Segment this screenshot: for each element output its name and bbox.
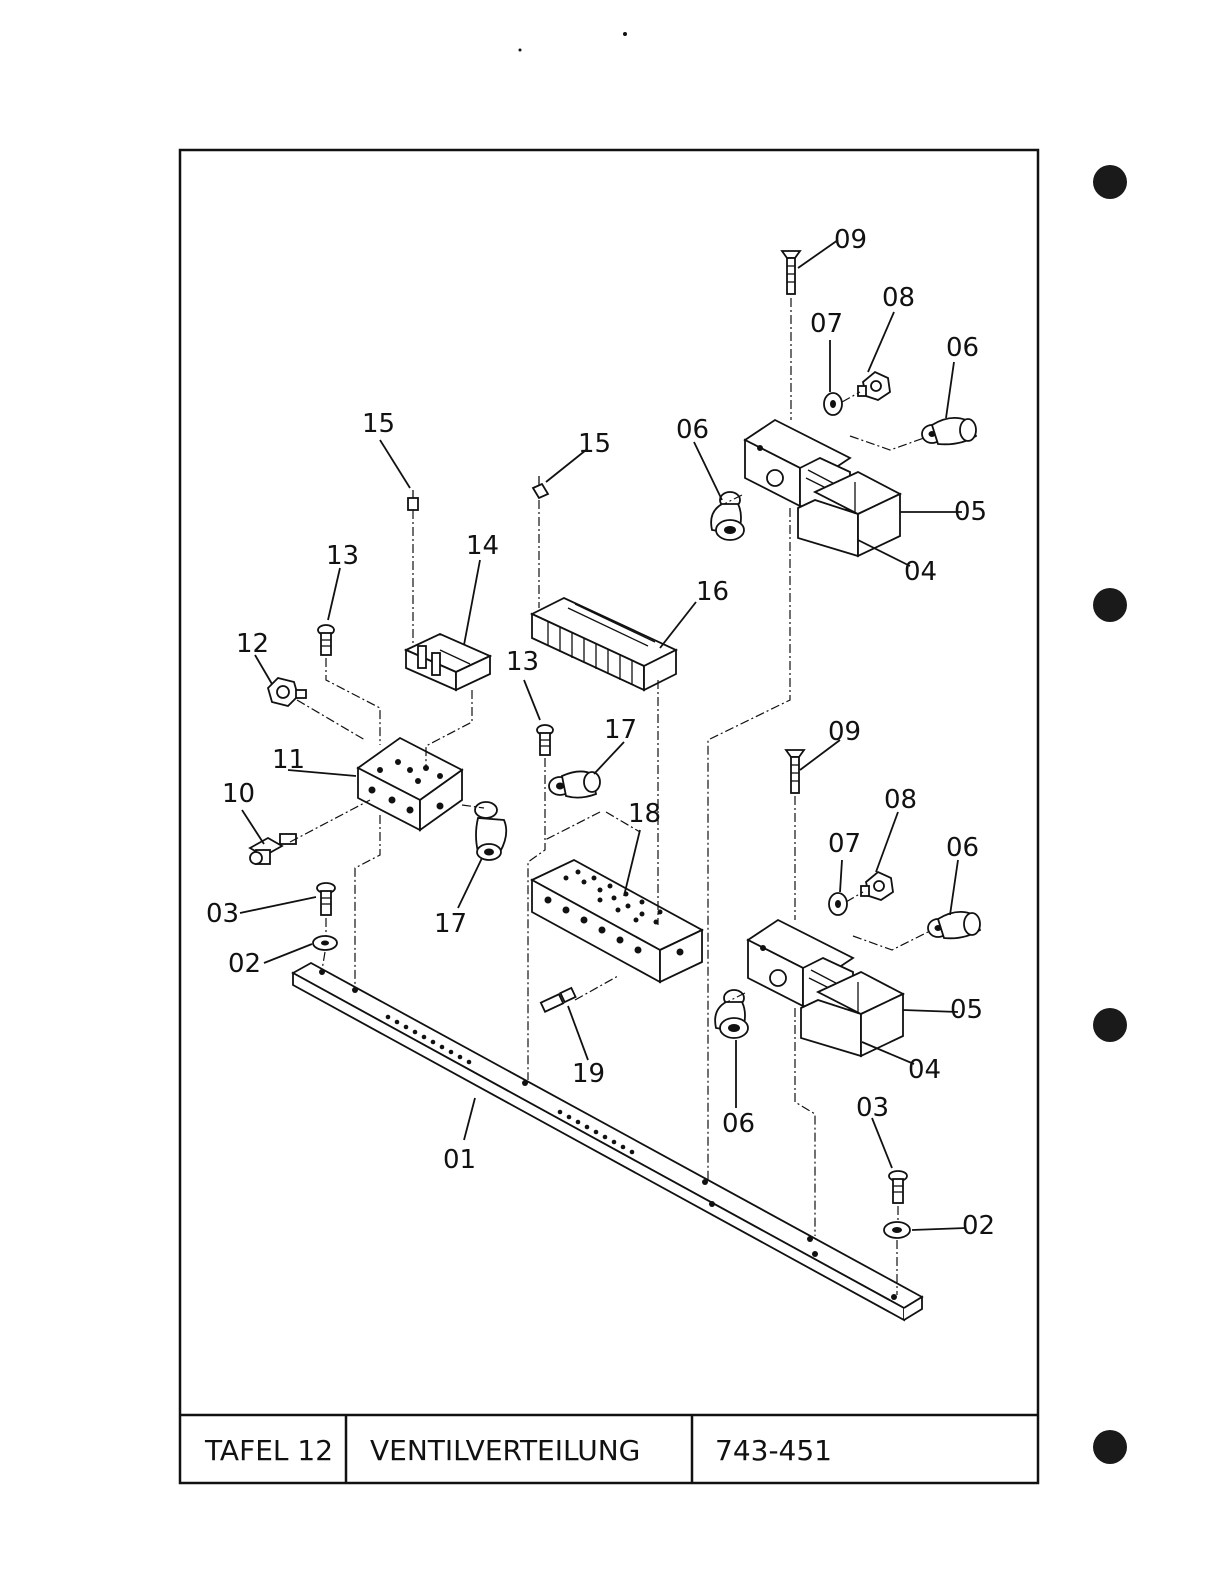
callout-19: 19 <box>572 1059 605 1089</box>
callout-06-upper-right: 06 <box>946 333 979 363</box>
fitting-08-lower <box>861 872 893 900</box>
elbow-fitting-06-upper-right <box>922 418 976 444</box>
screw-13-left <box>318 625 334 655</box>
clip-15-right <box>533 476 548 498</box>
elbow-fitting-06-lower-left <box>715 990 748 1038</box>
callout-13-center: 13 <box>506 647 539 677</box>
washer-07-lower <box>829 893 847 915</box>
screw-09-upper <box>782 251 800 294</box>
callout-05-lower: 05 <box>950 995 983 1025</box>
plate-number: TAFEL 12 <box>204 1434 333 1467</box>
callout-11: 11 <box>272 745 305 775</box>
callout-02-right: 02 <box>962 1211 995 1241</box>
elbow-fitting-06-upper-left <box>711 492 744 540</box>
solenoid-valve-lower <box>748 920 903 1056</box>
terminal-strip-16 <box>532 598 676 690</box>
callout-13-left: 13 <box>326 541 359 571</box>
callout-05-upper: 05 <box>954 497 987 527</box>
screw-09-lower <box>786 750 804 793</box>
screw-03-right <box>889 1171 907 1203</box>
elbow-fitting-17-lower <box>475 802 506 860</box>
solenoid-valve-upper <box>745 420 900 556</box>
callout-08-upper: 08 <box>882 283 915 313</box>
callout-14: 14 <box>466 531 499 561</box>
punch-hole-icon <box>1093 165 1127 199</box>
callout-17-lower: 17 <box>434 909 467 939</box>
punch-hole-icon <box>1093 588 1127 622</box>
callout-01: 01 <box>443 1145 476 1175</box>
callout-06-lower-right: 06 <box>946 833 979 863</box>
callout-07-upper: 07 <box>810 309 843 339</box>
washer-02-right <box>884 1222 910 1238</box>
screw-13-center <box>537 725 553 755</box>
callout-02-left: 02 <box>228 949 261 979</box>
valve-block-11 <box>358 738 462 830</box>
callout-06-lower-left: 06 <box>722 1109 755 1139</box>
callout-10: 10 <box>222 779 255 809</box>
callout-18: 18 <box>628 799 661 829</box>
callout-03-left: 03 <box>206 899 239 929</box>
drawing-title: VENTILVERTEILUNG <box>370 1434 640 1467</box>
plug-19 <box>541 988 576 1012</box>
punch-hole-icon <box>1093 1008 1127 1042</box>
washer-07-upper <box>824 393 842 415</box>
callout-07-lower: 07 <box>828 829 861 859</box>
screw-03-left <box>317 883 335 915</box>
clip-15-left <box>408 490 418 510</box>
callout-15-right: 15 <box>578 429 611 459</box>
callout-04-lower: 04 <box>908 1055 941 1085</box>
scan-speck <box>623 32 627 36</box>
drawing-frame <box>180 150 1038 1483</box>
callout-17-upper: 17 <box>604 715 637 745</box>
callout-12: 12 <box>236 629 269 659</box>
manifold-18 <box>532 860 702 982</box>
callout-04-upper: 04 <box>904 557 937 587</box>
connector-14 <box>406 634 490 690</box>
callout-15-left: 15 <box>362 409 395 439</box>
elbow-fitting-06-lower-right <box>928 912 980 938</box>
callout-09-upper: 09 <box>834 225 867 255</box>
fitting-08-upper <box>858 372 890 400</box>
callout-09-lower: 09 <box>828 717 861 747</box>
callout-08-lower: 08 <box>884 785 917 815</box>
washer-02-left <box>313 936 337 950</box>
callout-06-upper-left: 06 <box>676 415 709 445</box>
drawing-number: 743-451 <box>715 1434 832 1467</box>
punch-hole-icon <box>1093 1430 1127 1464</box>
scan-speck <box>519 49 522 52</box>
elbow-fitting-17-upper <box>549 771 600 797</box>
throttle-valve-10 <box>250 834 296 864</box>
callout-16: 16 <box>696 577 729 607</box>
binder-holes <box>1093 165 1127 1464</box>
callout-03-right: 03 <box>856 1093 889 1123</box>
